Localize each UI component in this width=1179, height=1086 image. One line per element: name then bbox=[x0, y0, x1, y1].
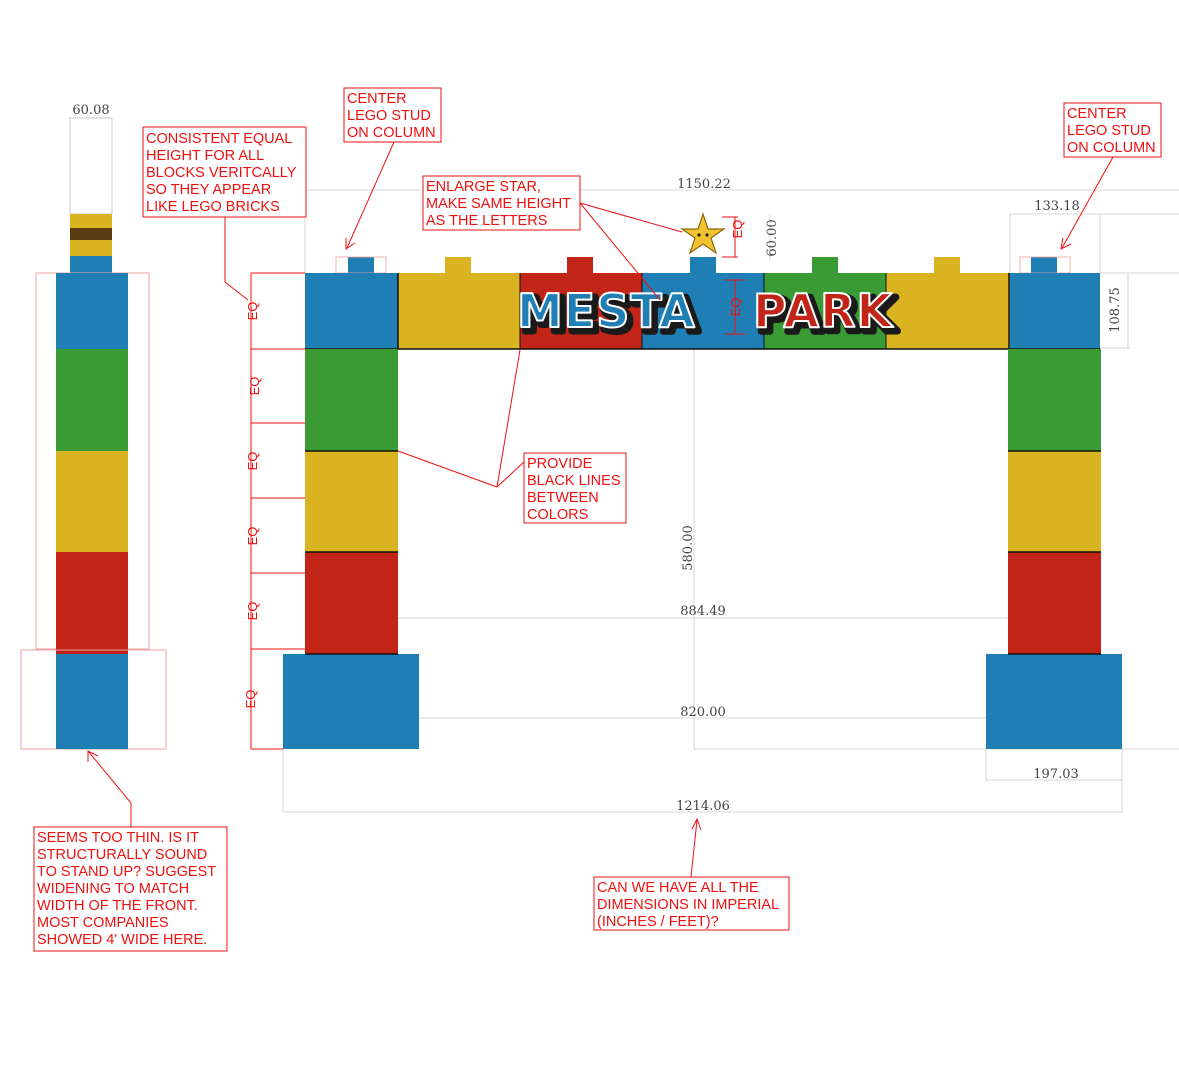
side-cap-yellow-1 bbox=[70, 214, 112, 228]
note-imperial bbox=[593, 876, 790, 931]
dim-side-top-width: 60.08 bbox=[72, 103, 109, 118]
dim-clear-height: 580.00 bbox=[681, 525, 696, 571]
beam-block-right-blue bbox=[1010, 273, 1100, 349]
side-block-red bbox=[56, 552, 128, 654]
note-black-lines bbox=[523, 452, 627, 524]
note-equal-height-line-1: CONSISTENT EQUAL bbox=[146, 131, 292, 147]
left-column-red bbox=[305, 552, 398, 654]
stud-right-column bbox=[1031, 257, 1057, 273]
left-base-blue bbox=[283, 654, 419, 749]
eq-label-letters: EQ bbox=[728, 298, 743, 317]
right-column-red bbox=[1008, 552, 1101, 654]
dim-top-width: 1150.22 bbox=[677, 177, 731, 192]
side-cap-blue bbox=[70, 256, 112, 273]
beam-block-red bbox=[520, 273, 642, 349]
beam-block-left-blue bbox=[305, 273, 398, 349]
sign-word-mesta-shadow: MESTA bbox=[521, 288, 700, 342]
dim-beam-height: 108.75 bbox=[1108, 287, 1123, 333]
note-black-lines-line-3: BETWEEN bbox=[527, 490, 599, 506]
eq-label-4: EQ bbox=[245, 527, 260, 546]
note-too-thin bbox=[33, 826, 228, 952]
note-center-stud-right-line-2: LEGO STUD bbox=[1067, 123, 1151, 139]
dim-star-height: 60.00 bbox=[765, 219, 780, 256]
eq-label-5: EQ bbox=[245, 602, 260, 621]
sign-word-park: PARK bbox=[753, 284, 895, 338]
side-cap-brown bbox=[70, 228, 112, 240]
sign-word-mesta: MESTA bbox=[517, 284, 696, 338]
note-center-stud-left-line-3: ON COLUMN bbox=[347, 125, 436, 141]
note-equal-height-line-2: HEIGHT FOR ALL bbox=[146, 148, 264, 164]
stud-left-column bbox=[348, 257, 374, 273]
left-column-green bbox=[305, 349, 398, 451]
note-too-thin-line-7: SHOWED 4' WIDE HERE. bbox=[37, 932, 207, 948]
note-equal-height-line-5: LIKE LEGO BRICKS bbox=[146, 199, 280, 215]
beam-block-yellow-1 bbox=[398, 273, 520, 349]
star-icon bbox=[680, 212, 726, 255]
note-equal-height-line-4: SO THEY APPEAR bbox=[146, 182, 271, 198]
side-block-green bbox=[56, 349, 128, 451]
side-block-base-blue bbox=[56, 654, 128, 749]
stud-yellow-2 bbox=[934, 257, 960, 273]
markup-layer: EQ EQ EQ EQ EQ EQ EQ EQ CENTER LEGO STUD… bbox=[33, 87, 1162, 952]
note-too-thin-line-5: WIDTH OF THE FRONT. bbox=[37, 898, 198, 914]
dim-base-block-width: 197.03 bbox=[1033, 767, 1079, 782]
dim-end-block-width: 133.18 bbox=[1034, 199, 1080, 214]
sign-word-park-shadow: PARK bbox=[757, 288, 899, 342]
dim-inner-span-lower: 820.00 bbox=[680, 705, 726, 720]
note-enlarge-star-line-2: MAKE SAME HEIGHT bbox=[426, 196, 571, 212]
side-top-outline bbox=[69, 117, 113, 215]
note-enlarge-star bbox=[422, 175, 581, 231]
beam-block-yellow-2 bbox=[886, 273, 1010, 349]
right-column-yellow bbox=[1008, 451, 1101, 552]
note-too-thin-line-3: TO STAND UP? SUGGEST bbox=[37, 864, 216, 880]
front-elevation: MESTA MESTA PARK PARK 1150.22 133.18 60.… bbox=[282, 177, 1179, 814]
side-cap-yellow-2 bbox=[70, 240, 112, 256]
right-base-blue bbox=[986, 654, 1122, 749]
dim-overall-width: 1214.06 bbox=[676, 799, 730, 814]
note-too-thin-line-6: MOST COMPANIES bbox=[37, 915, 169, 931]
eq-label-star: EQ bbox=[730, 220, 745, 239]
side-view: 60.08 bbox=[20, 103, 167, 750]
side-block-yellow bbox=[56, 451, 128, 552]
eq-label-3: EQ bbox=[245, 452, 260, 471]
note-enlarge-star-line-3: AS THE LETTERS bbox=[426, 213, 547, 229]
note-too-thin-line-1: SEEMS TOO THIN. IS IT bbox=[37, 830, 199, 846]
note-center-stud-left bbox=[343, 87, 442, 143]
left-column-yellow bbox=[305, 451, 398, 552]
note-black-lines-line-2: BLACK LINES bbox=[527, 473, 621, 489]
note-center-stud-left-line-2: LEGO STUD bbox=[347, 108, 431, 124]
eq-label-2: EQ bbox=[247, 377, 262, 396]
eq-label-6: EQ bbox=[243, 690, 258, 709]
note-imperial-line-3: (INCHES / FEET)? bbox=[597, 914, 719, 930]
eq-label-1: EQ bbox=[245, 302, 260, 321]
note-center-stud-right-line-3: ON COLUMN bbox=[1067, 140, 1156, 156]
note-center-stud-left-line-1: CENTER bbox=[347, 91, 407, 107]
dim-inner-span-upper: 884.49 bbox=[680, 604, 726, 619]
note-equal-height bbox=[142, 126, 307, 218]
right-column-green bbox=[1008, 349, 1101, 451]
note-black-lines-line-4: COLORS bbox=[527, 507, 588, 523]
note-too-thin-line-4: WIDENING TO MATCH bbox=[37, 881, 189, 897]
note-enlarge-star-line-1: ENLARGE STAR, bbox=[426, 179, 541, 195]
sign-title: MESTA MESTA PARK PARK bbox=[516, 283, 901, 346]
stud-green bbox=[812, 257, 838, 273]
note-black-lines-line-1: PROVIDE bbox=[527, 456, 593, 472]
note-equal-height-line-3: BLOCKS VERITCALLY bbox=[146, 165, 297, 181]
stud-blue-center bbox=[690, 257, 716, 273]
stud-red bbox=[567, 257, 593, 273]
note-center-stud-right-line-1: CENTER bbox=[1067, 106, 1127, 122]
beam-block-green bbox=[764, 273, 886, 349]
note-imperial-line-2: DIMENSIONS IN IMPERIAL bbox=[597, 897, 779, 913]
stud-yellow-1 bbox=[445, 257, 471, 273]
side-block-blue bbox=[56, 273, 128, 349]
beam-block-blue bbox=[642, 273, 764, 349]
note-too-thin-line-2: STRUCTURALLY SOUND bbox=[37, 847, 207, 863]
note-imperial-line-1: CAN WE HAVE ALL THE bbox=[597, 880, 759, 896]
